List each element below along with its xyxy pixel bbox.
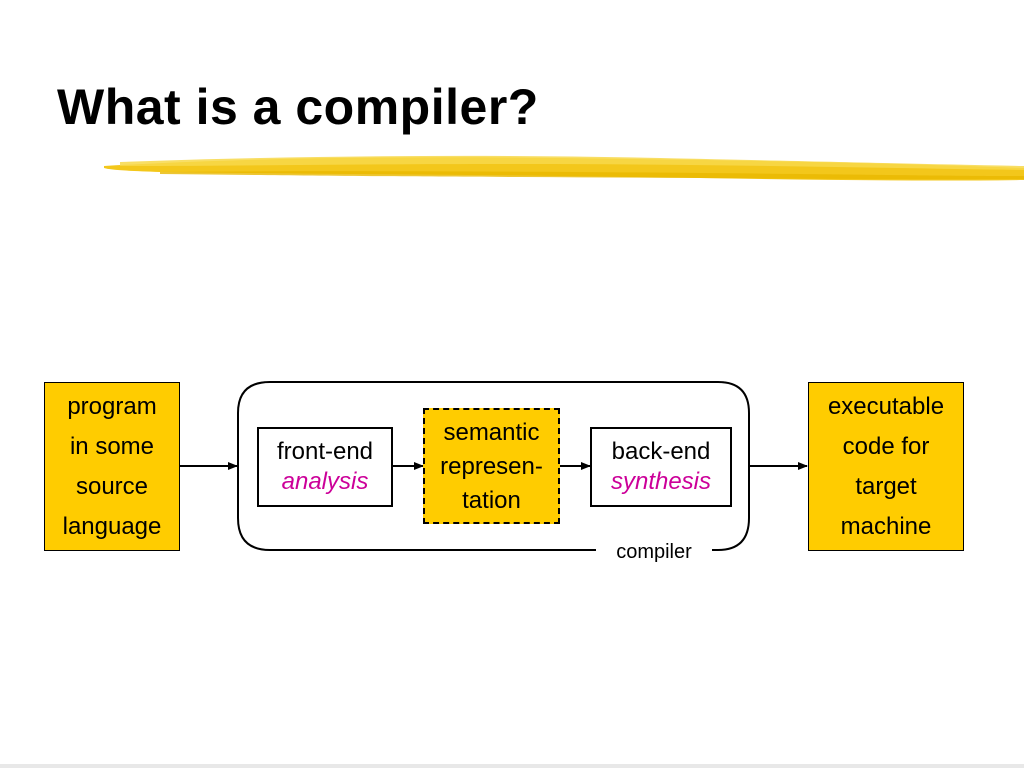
slide-title: What is a compiler? (57, 79, 539, 135)
target-line-4: machine (840, 512, 932, 540)
source-line-4: language (62, 512, 162, 540)
source-line-2: in some (69, 432, 155, 460)
compiler-container-label: compiler (596, 537, 712, 567)
semantic-line-1: semantic (443, 419, 540, 446)
target-line-1: executable (827, 392, 945, 420)
front-end-box: front-end analysis (257, 427, 393, 507)
synthesis-label: synthesis (610, 468, 712, 495)
target-line-3: target (855, 472, 917, 500)
source-line-3: source (75, 472, 149, 500)
semantic-representation-box: semantic represen- tation (423, 408, 560, 524)
compiler-container (237, 381, 750, 551)
slide-bottom-divider (0, 764, 1024, 768)
source-line-1: program (67, 392, 157, 420)
semantic-line-2: represen- (440, 453, 543, 480)
front-end-label: front-end (276, 438, 374, 465)
back-end-label: back-end (611, 438, 711, 465)
semantic-line-3: tation (462, 487, 521, 514)
analysis-label: analysis (281, 468, 369, 495)
target-code-box: executable code for target machine (808, 382, 964, 551)
target-line-2: code for (842, 432, 930, 460)
title-underline (104, 155, 1024, 181)
source-program-box: program in some source language (44, 382, 180, 551)
back-end-box: back-end synthesis (590, 427, 732, 507)
